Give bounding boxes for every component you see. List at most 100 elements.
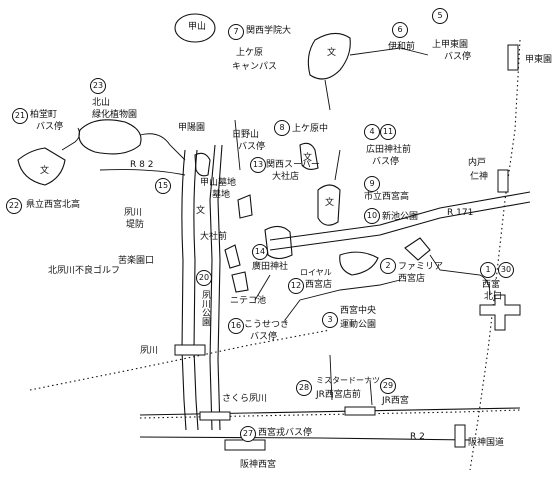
nishinomiya-chuo-label: 西宮中央 — [340, 306, 377, 316]
niike-park-label: 新池公園 — [382, 212, 419, 222]
marker-5: 5 — [432, 8, 448, 24]
road-shiritsu — [334, 149, 341, 181]
kgu-campus-label: 上ケ原 — [236, 48, 264, 58]
shukugawa-park-label: 夙川公園 — [200, 290, 210, 326]
hirota-shrine2-label: バス停 — [372, 157, 400, 167]
nishinomiya-kitaguchi2-label: 北口 — [484, 292, 503, 302]
road-kitako — [61, 127, 80, 151]
uegahara-chu-label: 上ケ原中 — [292, 124, 329, 134]
marker-16: 16 — [228, 318, 244, 334]
marker-29: 29 — [380, 378, 396, 394]
uegahara-bun-label: 文 — [303, 153, 313, 163]
marker-30: 30 — [498, 262, 514, 278]
shukugawa-river-west — [181, 149, 187, 431]
r2-label: R 2 — [410, 432, 425, 442]
shiritsu-hs-label: 市立西宮高 — [364, 192, 410, 202]
road-jr — [369, 379, 373, 406]
royal-label: ロイヤル — [300, 268, 332, 277]
nishinomiya-bus-label: 西宮戎バス停 — [258, 428, 313, 438]
family-label: ファミリア — [398, 262, 444, 272]
nishinomiya-chuo2-label: 運動公園 — [340, 320, 377, 330]
uegahara-chu-shape — [299, 142, 319, 171]
kgu-campus-shape — [307, 32, 351, 80]
ryokuka-garden-shape — [78, 119, 142, 155]
misuta-donut2-label: JR西宮店前 — [316, 390, 361, 400]
koyoen-label: 甲陽園 — [178, 123, 206, 133]
r2-road — [139, 436, 471, 441]
kotoen-station-shape — [507, 44, 519, 71]
jokoen-bus2-label: バス停 — [444, 52, 472, 62]
misuta-donut-label: ミスタードーナツ — [316, 376, 380, 385]
daishamae-label: 大社前 — [200, 232, 228, 242]
jr-railway-line — [139, 409, 521, 419]
marker-14: 14 — [252, 244, 268, 260]
shukugawa-station-shape — [174, 344, 206, 356]
marker-27: 27 — [240, 426, 256, 442]
kitako-school-shape — [17, 147, 66, 186]
marker-11: 11 — [380, 124, 396, 140]
jr-nishinomiya-label: JR西宮 — [382, 396, 409, 406]
hirota-jinja-label: 廣田神社 — [252, 262, 289, 272]
kitako-hs-label: 県立西宮北高 — [26, 200, 81, 210]
shiritsu-bun-label: 文 — [325, 198, 335, 208]
road-misuta — [329, 354, 333, 401]
kashidoricho2-label: バス停 — [36, 122, 64, 132]
marker-8: 8 — [274, 120, 290, 136]
hanshin-kokudo-label: 阪神国道 — [468, 438, 505, 448]
marker-10: 10 — [364, 208, 380, 224]
r171-label: R 171 — [447, 208, 474, 218]
marker-22: 22 — [6, 198, 22, 214]
hankyu-railway — [29, 329, 331, 391]
shukugawa-front-label: 夙川 — [124, 208, 143, 218]
bun-mid-label: 文 — [196, 206, 206, 216]
ibakake-label: 伊和前 — [388, 42, 416, 52]
kabutoyama-oval — [174, 13, 216, 43]
nitekoike-1 — [224, 244, 241, 269]
road-kgu-east — [349, 47, 429, 56]
kitayama-label: 北山 — [92, 98, 111, 108]
marker-9: 9 — [364, 176, 380, 192]
kashidoricho-label: 柏堂町 — [30, 110, 58, 120]
uchido-label: 内戸 — [468, 158, 487, 168]
road-hijiyama — [234, 119, 241, 171]
kotsuke-label: こうせつき — [244, 320, 290, 330]
family2-label: 西宮店 — [398, 274, 426, 284]
r82-label: R 8 2 — [130, 160, 154, 170]
hijiyama-label: 日野山 — [232, 130, 260, 140]
sakura-shukugawa-shape — [199, 411, 231, 421]
road-family — [429, 254, 491, 296]
jokoen-bus-label: 上甲東園 — [432, 40, 469, 50]
kitako-bun-label: 文 — [40, 166, 50, 176]
marker-13: 13 — [250, 157, 266, 173]
nishinomiya-kitaguchi-label: 西宮 — [482, 280, 501, 290]
hijiyama2-label: バス停 — [238, 142, 266, 152]
nishinomiya-store-label: 西宮店 — [305, 280, 333, 290]
road-ryokuka — [139, 133, 186, 161]
marker-2: 2 — [380, 258, 396, 274]
marker-15: 15 — [155, 178, 171, 194]
road-kgu-south — [324, 79, 331, 111]
kurakuen-label: 苦楽園口 — [118, 256, 155, 266]
family-store-shape — [404, 237, 431, 261]
imazu-railway — [469, 39, 521, 471]
ryuo-supermarket2-label: 大社店 — [272, 172, 300, 182]
hirota-jinja-shape — [264, 225, 293, 260]
tomb2-label: 墓地 — [212, 190, 231, 200]
ryokuka-label: 緑化植物園 — [92, 110, 138, 120]
shiritsu-hs-shape — [317, 184, 341, 226]
koyoen-line-2 — [217, 144, 223, 431]
marker-3: 3 — [322, 312, 338, 328]
koyoen-area-shape — [194, 152, 211, 177]
r171-road-2 — [269, 201, 531, 251]
kotsuke2-label: バス停 — [250, 332, 278, 342]
marker-1: 1 — [480, 262, 496, 278]
kgu-bun-label: 文 — [327, 48, 337, 58]
r82-road — [99, 169, 186, 176]
koyoen-line-1 — [209, 144, 216, 431]
marker-4: 4 — [364, 124, 380, 140]
uchido-station-shape — [497, 169, 509, 193]
marker-21: 21 — [12, 108, 28, 124]
road-chuo-park — [284, 279, 401, 321]
ryuo-supermarket-label: 関西スーパー — [266, 160, 320, 170]
